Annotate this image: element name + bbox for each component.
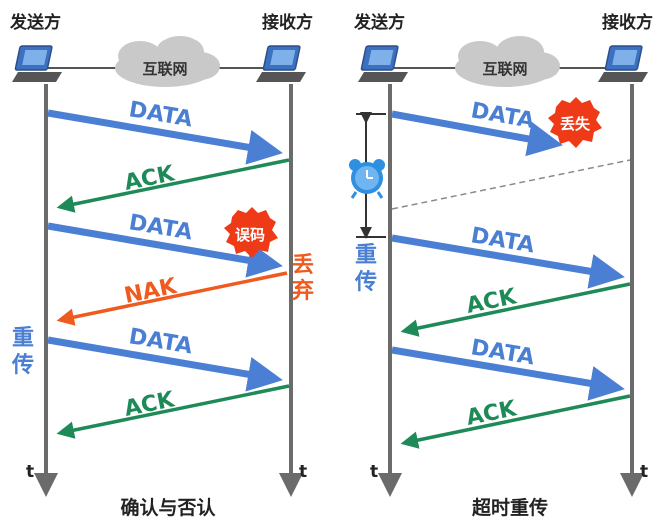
left-resend-label-1: 重 bbox=[12, 326, 34, 351]
right-network-label: 互联网 bbox=[482, 60, 527, 78]
left-error-badge-text: 误码 bbox=[235, 226, 265, 244]
right-resend-label-1: 重 bbox=[355, 243, 377, 268]
left-caption: 确认与否认 bbox=[120, 496, 215, 519]
left-resend-label-2: 传 bbox=[11, 353, 34, 378]
left-time-label-receiver: t bbox=[299, 462, 307, 482]
right-time-label-receiver: t bbox=[640, 462, 648, 482]
right-msg-2-data-arrow bbox=[391, 234, 625, 289]
right-msg-5-label: ACK bbox=[464, 396, 519, 431]
right-receiver-laptop-icon bbox=[598, 45, 648, 82]
left-discard-label-1: 丢 bbox=[292, 253, 314, 278]
alarm-clock-icon bbox=[349, 159, 385, 199]
left-time-label-sender: t bbox=[26, 462, 34, 482]
right-cloud-icon bbox=[455, 36, 560, 87]
right-time-label-sender: t bbox=[370, 462, 378, 482]
left-msg-4-label: NAK bbox=[122, 274, 179, 309]
right-sender-laptop-icon bbox=[358, 45, 408, 82]
left-msg-3-data-arrow bbox=[47, 222, 283, 278]
left-discard-label-2: 弃 bbox=[292, 278, 314, 304]
left-panel: 发送方 接收方 互联网 t t DATA bbox=[9, 12, 314, 519]
right-msg-4-data-arrow bbox=[391, 346, 625, 401]
left-msg-1-data-arrow bbox=[47, 109, 283, 165]
right-lost-badge: 丢失 bbox=[548, 97, 602, 148]
left-msg-4-nak-arrow bbox=[56, 271, 288, 326]
right-caption: 超时重传 bbox=[471, 496, 548, 519]
left-error-badge: 误码 bbox=[224, 207, 278, 258]
left-receiver-laptop-icon bbox=[256, 45, 306, 82]
right-msg-5-ack-arrow bbox=[400, 394, 631, 449]
left-sender-laptop-icon bbox=[12, 45, 62, 82]
right-panel: 发送方 接收方 互联网 t t bbox=[349, 12, 653, 519]
left-sender-label: 发送方 bbox=[9, 12, 61, 33]
right-msg-3-ack-arrow bbox=[400, 282, 631, 337]
left-msg-2-ack-arrow bbox=[56, 158, 290, 213]
left-network-label: 互联网 bbox=[142, 60, 187, 78]
right-resend-label-2: 传 bbox=[354, 270, 377, 295]
left-msg-6-ack-arrow bbox=[56, 384, 290, 439]
right-receiver-label: 接收方 bbox=[602, 12, 653, 33]
timeout-dashed-line bbox=[391, 159, 631, 210]
left-cloud-icon bbox=[115, 36, 220, 87]
right-lost-badge-text: 丢失 bbox=[560, 115, 591, 133]
right-msg-1-data-arrow bbox=[391, 110, 563, 157]
left-msg-6-label: ACK bbox=[122, 387, 177, 422]
right-sender-label: 发送方 bbox=[353, 12, 405, 33]
left-receiver-label: 接收方 bbox=[262, 12, 313, 33]
right-msg-3-label: ACK bbox=[464, 284, 519, 319]
left-msg-2-label: ACK bbox=[122, 161, 177, 196]
left-msg-5-data-arrow bbox=[47, 336, 283, 392]
